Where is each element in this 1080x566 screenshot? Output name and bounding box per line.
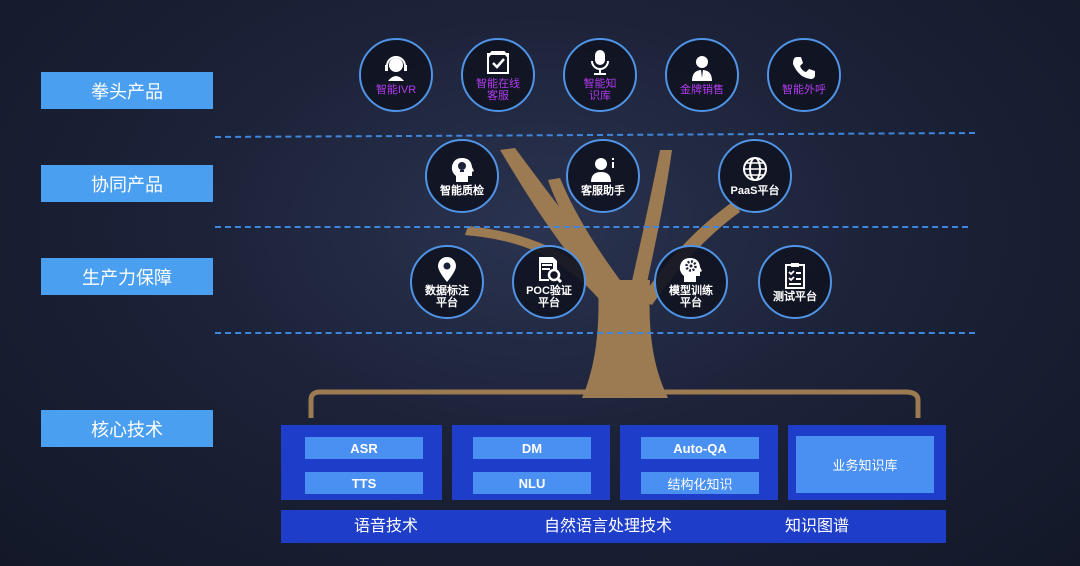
assistant-person-icon <box>591 158 614 182</box>
platform-testing: 测试平台 <box>758 245 832 319</box>
product-knowledge-base: 智能知 识库 <box>563 38 637 112</box>
technology-bar: 语音技术 自然语言处理技术 知识图谱 <box>281 510 946 543</box>
product-paas-platform: PaaS平台 <box>718 139 792 213</box>
product-label: 智能知 识库 <box>583 78 617 102</box>
product-label: 金牌销售 <box>680 84 724 96</box>
core-block-nlp: DM NLU <box>452 425 610 500</box>
platform-poc-validation: POC验证 平台 <box>512 245 586 319</box>
platform-label: POC验证 平台 <box>526 285 572 309</box>
tech-label-speech: 语音技术 <box>354 518 419 535</box>
product-label: 客服助手 <box>581 185 625 197</box>
core-block-speech: ASR TTS <box>281 425 442 500</box>
chip-structured-knowledge: 结构化知识 <box>641 472 759 494</box>
row-label-core-tech: 核心技术 <box>41 410 213 447</box>
document-magnifier-icon <box>539 257 563 283</box>
chip-tts: TTS <box>305 472 423 494</box>
product-intelligent-ivr: 智能IVR <box>359 38 433 112</box>
product-label: 智能质检 <box>440 185 484 197</box>
platform-label: 模型训练 平台 <box>669 285 713 309</box>
product-label: 智能在线 客服 <box>476 78 520 102</box>
product-quality-inspection: 智能质检 <box>425 139 499 213</box>
row-label-collab-products: 协同产品 <box>41 165 213 202</box>
phone-icon <box>793 57 815 79</box>
core-block-knowledge: Auto-QA 结构化知识 <box>620 425 778 500</box>
chip-auto-qa: Auto-QA <box>641 437 759 459</box>
globe-icon <box>743 157 767 181</box>
tech-label-nlp: 自然语言处理技术 <box>544 518 673 535</box>
platform-model-training: 模型训练 平台 <box>654 245 728 319</box>
agent-headset-icon <box>385 56 407 81</box>
product-online-service: 智能在线 客服 <box>461 38 535 112</box>
head-lightbulb-icon <box>451 158 474 182</box>
platform-label: 测试平台 <box>773 291 817 303</box>
product-label: 智能外呼 <box>782 84 826 96</box>
chip-nlu: NLU <box>473 472 591 494</box>
row-label-fist-products: 拳头产品 <box>41 72 213 109</box>
microphone-icon <box>591 50 609 75</box>
row-label-productivity: 生产力保障 <box>41 258 213 295</box>
core-block-business-kb: 业务知识库 <box>788 425 946 500</box>
separator-line <box>215 332 975 334</box>
platform-data-annotation: 数据标注 平台 <box>410 245 484 319</box>
platform-label: 数据标注 平台 <box>425 285 469 309</box>
product-outbound-call: 智能外呼 <box>767 38 841 112</box>
tech-label-knowledge-graph: 知识图谱 <box>785 518 850 535</box>
location-pin-icon <box>438 257 456 282</box>
product-label: PaaS平台 <box>730 185 780 197</box>
chip-asr: ASR <box>305 437 423 459</box>
separator-line <box>215 226 968 228</box>
product-gold-sales: 金牌销售 <box>665 38 739 112</box>
head-gear-icon <box>679 258 702 282</box>
businessman-icon <box>692 56 712 81</box>
product-service-assistant: 客服助手 <box>566 139 640 213</box>
chip-dm: DM <box>473 437 591 459</box>
chip-business-knowledge-base: 业务知识库 <box>796 436 934 493</box>
checkbox-document-icon <box>487 51 509 74</box>
product-label: 智能IVR <box>375 84 417 96</box>
checklist-clipboard-icon <box>785 263 805 289</box>
